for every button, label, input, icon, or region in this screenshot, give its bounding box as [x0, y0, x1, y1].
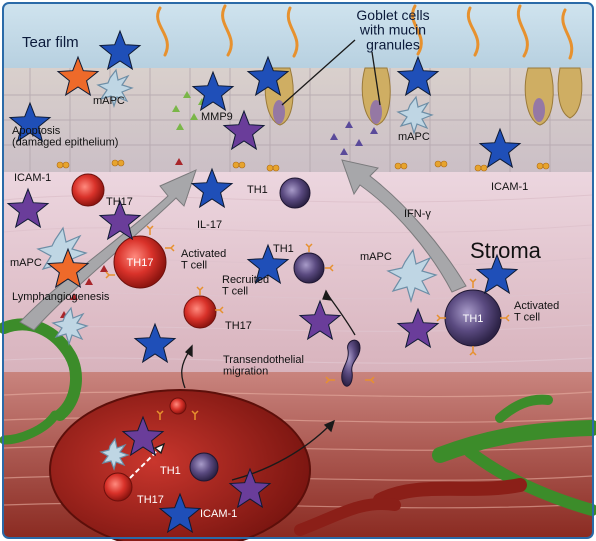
star-icon: [121, 415, 165, 457]
star-icon: [246, 55, 290, 97]
label-line: Transendothelial: [223, 354, 304, 366]
label-line: granules: [366, 36, 420, 52]
th17-cells: [71, 173, 217, 502]
star-icon: [8, 101, 52, 143]
label-th1-vessel: TH1: [160, 465, 181, 477]
label-stroma: Stroma: [470, 238, 542, 263]
star-icon: [396, 55, 440, 97]
label-mapc-right: mAPC: [360, 251, 392, 263]
mapc-dendritic-cells: [36, 68, 438, 471]
label-tear-film: Tear film: [22, 34, 79, 51]
label-mapc-top: mAPC: [93, 95, 125, 107]
star-icon: [98, 199, 142, 241]
flow-arrows: [129, 39, 381, 481]
tear-film-mucin-strands: [156, 4, 574, 60]
star-icon: [158, 492, 202, 534]
blood-vessel: [49, 389, 527, 541]
label-il17: IL-17: [197, 219, 222, 231]
star-icon: [6, 187, 50, 229]
star-icon: [478, 127, 522, 169]
star-icon: [98, 29, 142, 71]
star-icon: [298, 299, 342, 341]
label-th17-activated-cell: TH17: [127, 257, 154, 269]
label-line: (damaged epithelium): [12, 137, 118, 149]
label-line: T cell: [181, 260, 207, 272]
label-mmp9: MMP9: [201, 111, 233, 123]
stars: [6, 29, 522, 534]
star-icon: [228, 467, 272, 509]
star-icon: [396, 307, 440, 349]
label-line: Apoptosis: [12, 125, 61, 137]
label-line: T cell: [514, 312, 540, 324]
label-mapc-right-top: mAPC: [398, 131, 430, 143]
label-icam-right: ICAM-1: [491, 181, 528, 193]
label-th17-recruited: TH17: [225, 320, 252, 332]
label-line: Activated: [181, 248, 226, 260]
label-line: Goblet cells: [356, 7, 429, 23]
label-line: Activated: [514, 300, 559, 312]
star-icon: [56, 55, 100, 97]
icam-1-molecules: [56, 159, 550, 172]
label-line: Recruited: [222, 274, 269, 286]
star-icon: [222, 109, 266, 151]
label-icam-left: ICAM-1: [14, 172, 51, 184]
star-icon: [133, 322, 177, 364]
label-mapc-left: mAPC: [10, 257, 42, 269]
label-th1-activated-cell: TH1: [463, 313, 484, 325]
label-th17-top: TH17: [106, 196, 133, 208]
label-th17-vessel: TH17: [137, 494, 164, 506]
star-icon: [191, 70, 235, 112]
receptor-markers: [105, 225, 510, 420]
star-icon: [246, 243, 290, 285]
label-line: with mucin: [359, 22, 426, 38]
label-th1-mid: TH1: [247, 184, 268, 196]
label-line: migration: [223, 366, 268, 378]
label-icam-vessel: ICAM-1: [200, 508, 237, 520]
label-ifn-gamma: IFN-γ: [404, 208, 431, 220]
star-icon: [190, 167, 234, 209]
th1-cells: [189, 177, 502, 482]
label-lymphangiogenesis: Lymphangiogenesis: [12, 291, 110, 303]
star-icon: [475, 253, 519, 295]
label-th1-small: TH1: [273, 243, 294, 255]
label-line: T cell: [222, 286, 248, 298]
star-icon: [46, 247, 90, 289]
label-apoptosis: Apoptosis(damaged epithelium): [12, 125, 118, 149]
